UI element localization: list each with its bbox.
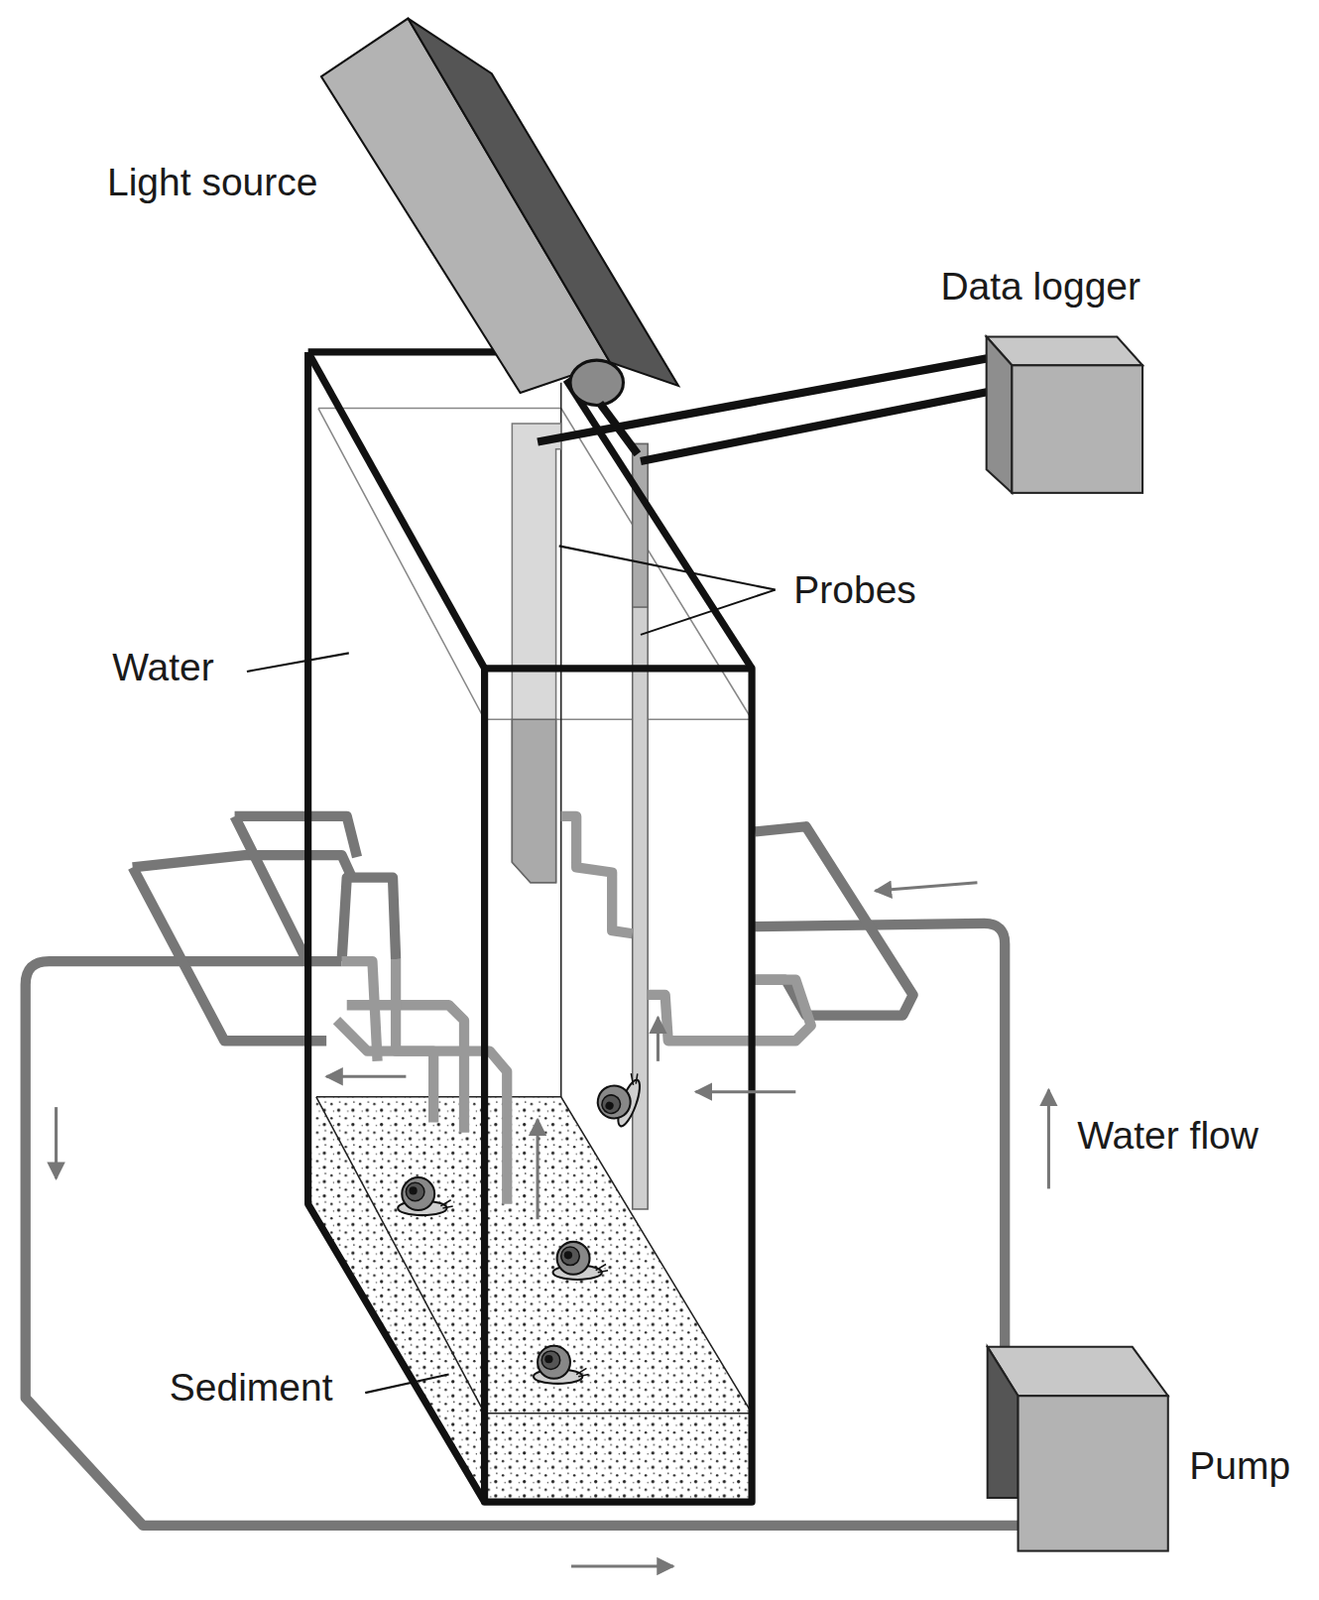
probe — [511, 423, 561, 883]
tank-outline — [308, 352, 752, 1502]
probe — [511, 719, 556, 883]
tank-back-edge — [560, 382, 563, 1097]
leader-line — [246, 545, 776, 1393]
light-source — [570, 359, 623, 405]
part-label: Light source — [107, 161, 318, 205]
part-label: Probes — [793, 569, 917, 612]
probe-cable — [537, 357, 1008, 462]
data-logger — [986, 337, 1143, 366]
part-label: Data logger — [940, 265, 1141, 309]
flow-arrow — [56, 882, 1050, 1566]
pipe — [25, 816, 1021, 1526]
sediment-side — [308, 1096, 485, 1502]
light-source — [407, 18, 679, 386]
pump — [987, 1346, 1019, 1498]
flow-label: Water flow — [1077, 1114, 1259, 1158]
data-logger — [1011, 364, 1143, 493]
pipe — [336, 816, 811, 1204]
part-label: Water — [112, 646, 215, 690]
part-label: Pump — [1189, 1444, 1291, 1488]
probe — [632, 444, 648, 608]
part-label: Sediment — [169, 1366, 334, 1410]
sediment-edge — [316, 1096, 752, 1414]
sediment-front — [484, 1413, 752, 1502]
pump — [1018, 1395, 1169, 1551]
data-logger — [986, 337, 1013, 493]
